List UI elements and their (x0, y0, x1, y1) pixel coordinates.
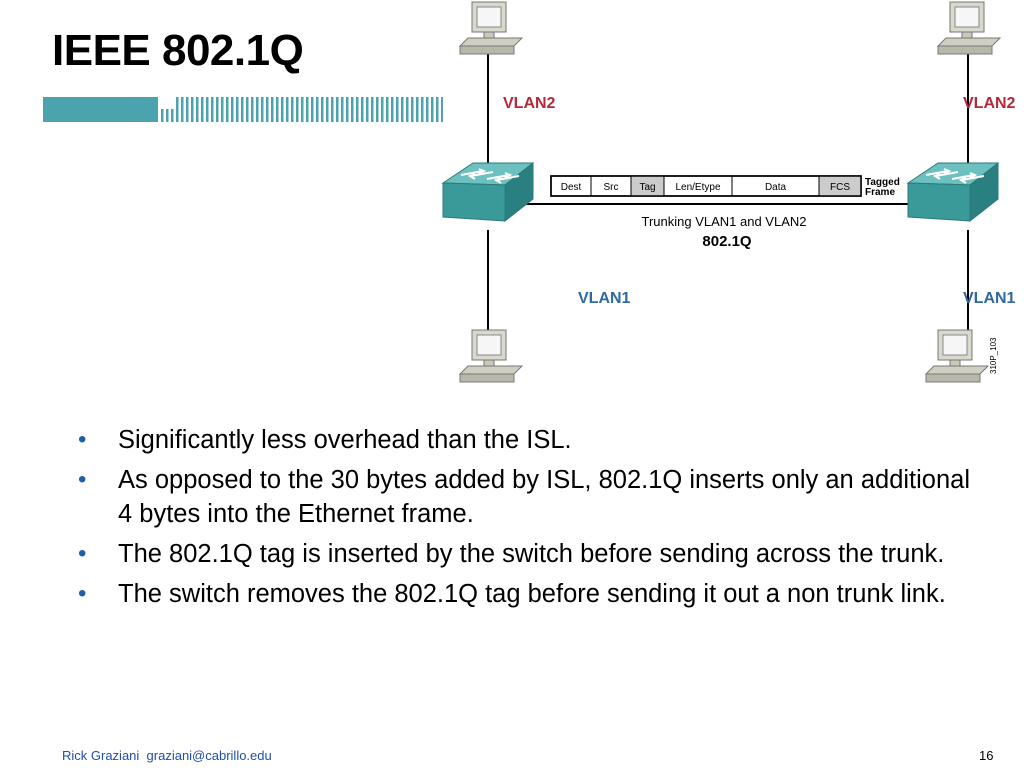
author-name: Rick Graziani (62, 748, 140, 763)
vlan-label-bottom-right: VLAN1 (963, 290, 1016, 307)
decorative-teal-bar (43, 97, 443, 122)
switch-right-icon (907, 162, 999, 222)
frame-field-src: Src (604, 182, 619, 193)
bullet-list: • Significantly less overhead than the IS… (78, 423, 978, 617)
bullet-icon: • (78, 466, 87, 493)
pc-top-right-icon (937, 1, 1001, 55)
frame-field-fcs: FCS (830, 182, 850, 193)
vlan-label-top-left: VLAN2 (503, 95, 556, 112)
vlan-label-top-right: VLAN2 (963, 95, 1016, 112)
bullet-text: As opposed to the 30 bytes added by ISL,… (118, 466, 970, 528)
trunk-protocol: 802.1Q (702, 233, 752, 250)
frame-field-dest: Dest (561, 182, 582, 193)
bullet-item: • The 802.1Q tag is inserted by the switc… (78, 537, 978, 571)
pc-top-left-icon (459, 1, 523, 55)
footer-author: Rick Graziani graziani@cabrillo.edu (62, 748, 272, 763)
tagged-frame-label-line2: Frame (865, 187, 895, 198)
figure-id: 310P_103 (989, 337, 998, 374)
tagged-frame-label-line1: Tagged (865, 177, 900, 188)
frame-field-len-etype: Len/Etype (675, 182, 720, 193)
bullet-icon: • (78, 540, 87, 567)
bullet-icon: • (78, 426, 87, 453)
pc-bottom-left-icon (459, 329, 523, 383)
slide-title: IEEE 802.1Q (52, 26, 304, 75)
trunk-caption: Trunking VLAN1 and VLAN2 (641, 214, 806, 229)
pc-bottom-right-icon (925, 329, 989, 383)
vlan-label-bottom-left: VLAN1 (578, 290, 631, 307)
bullet-item: • The switch removes the 802.1Q tag befor… (78, 577, 978, 611)
bullet-item: • Significantly less overhead than the IS… (78, 423, 978, 457)
tagged-frame: Dest Src Tag Len/Etype Data FCS (550, 175, 862, 197)
bullet-text: Significantly less overhead than the ISL… (118, 426, 572, 454)
bullet-text: The 802.1Q tag is inserted by the switch… (118, 540, 945, 568)
page-number: 16 (979, 748, 994, 763)
switch-left-icon (442, 162, 534, 222)
bullet-icon: • (78, 580, 87, 607)
frame-field-tag: Tag (639, 182, 655, 193)
bullet-text: The switch removes the 802.1Q tag before… (118, 580, 946, 608)
bullet-item: • As opposed to the 30 bytes added by ISL… (78, 463, 978, 531)
vlan-trunk-diagram: VLAN2 VLAN2 VLAN1 VLAN1 Dest Src Tag Len… (442, 1, 1016, 383)
frame-field-data: Data (765, 182, 787, 193)
author-email: graziani@cabrillo.edu (146, 748, 272, 763)
